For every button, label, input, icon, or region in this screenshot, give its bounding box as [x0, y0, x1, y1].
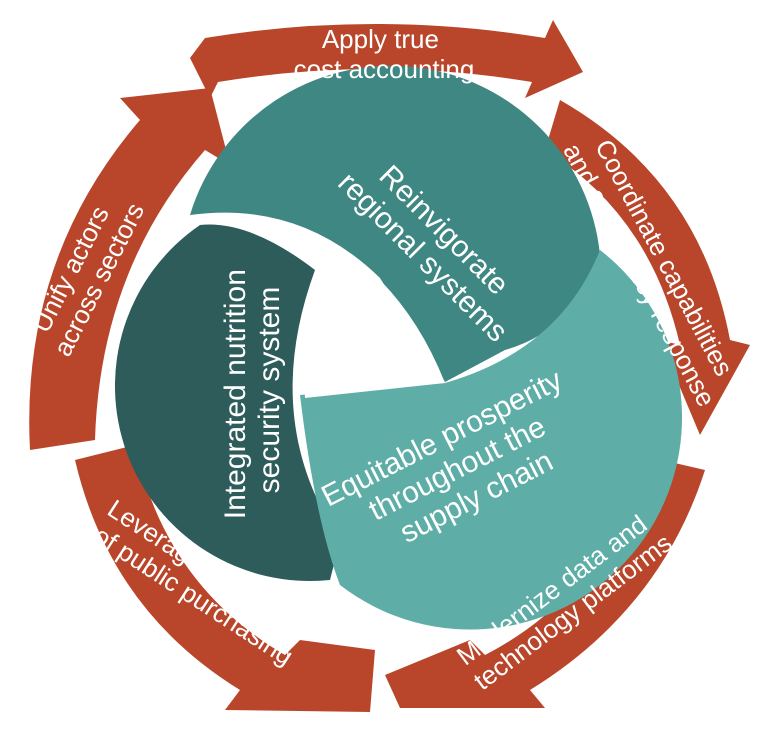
- center-void: [304, 278, 445, 398]
- arrow-top: [190, 20, 583, 98]
- arrow-label-top: Apply true cost accounting: [294, 24, 475, 84]
- core-circle: [114, 65, 683, 630]
- arrow-upper-left: [29, 88, 230, 450]
- label-integrated: Integrated nutrition security system: [219, 261, 286, 520]
- segment-equitable: [300, 250, 683, 630]
- arrow-upper-right: [545, 100, 750, 435]
- segment-integrated: [114, 224, 340, 582]
- segment-regional: [190, 65, 600, 382]
- arrow-lower-left: [75, 445, 375, 712]
